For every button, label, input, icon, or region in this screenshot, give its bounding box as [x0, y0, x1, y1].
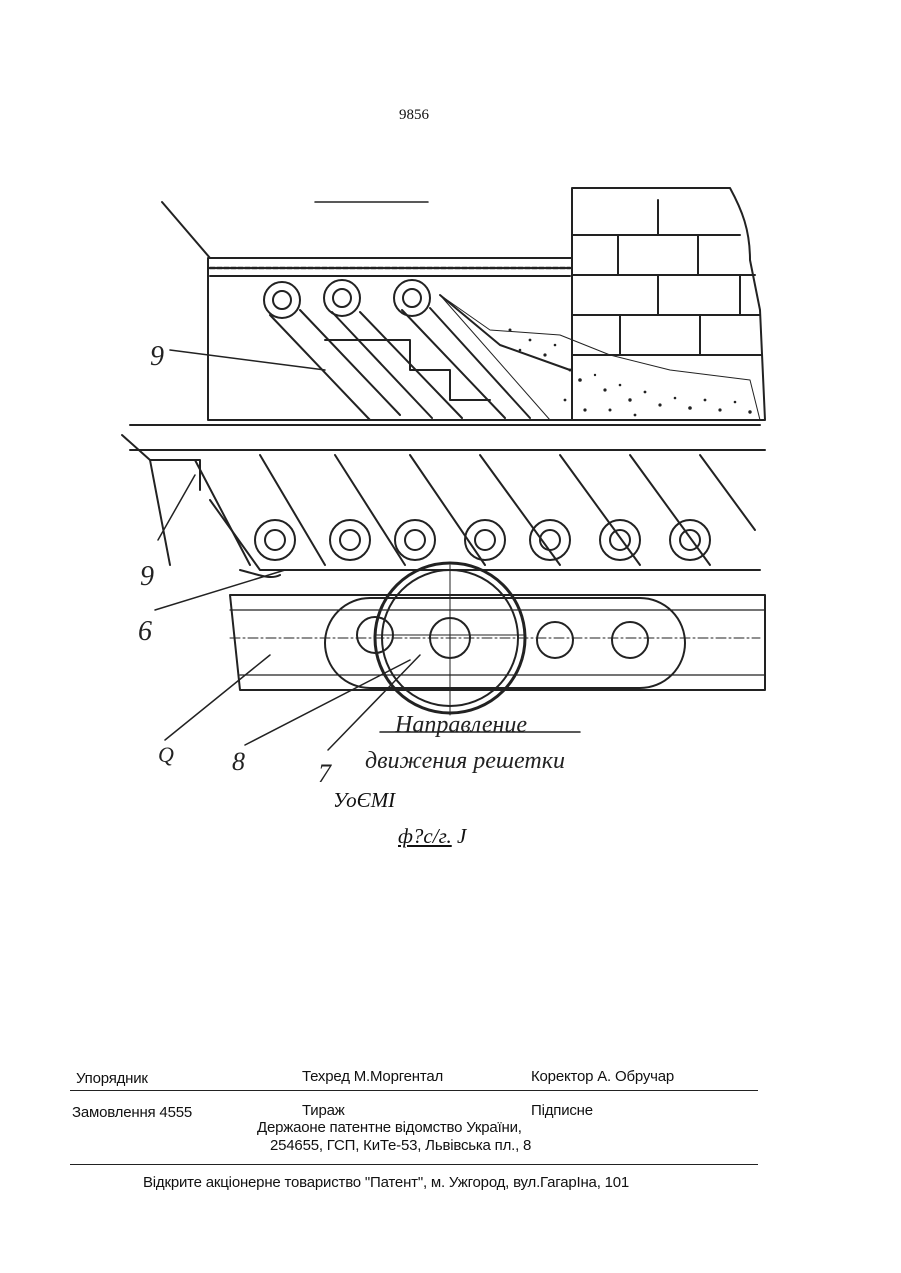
publisher: Відкрите акціонерне товариство "Патент",… [143, 1174, 629, 1191]
circulation: Тираж [302, 1102, 345, 1119]
figure-caption-code: УоЄМІ [333, 788, 395, 813]
footer-rule-bottom [70, 1164, 758, 1165]
label-7: 7 [318, 759, 332, 788]
label-q: Q [158, 742, 174, 767]
note-line1: Направление [394, 712, 527, 738]
figure-caption-label: ф?с/г. J [398, 824, 466, 849]
composer: Упорядник [76, 1070, 148, 1087]
figure-caption-suffix: J [457, 824, 466, 848]
office-line2: 254655, ГСП, КиТе-53, Львівська пл., 8 [270, 1137, 531, 1154]
label-9-upper: 9 [150, 341, 164, 372]
note-line2: движения решетки [365, 748, 565, 774]
footer-rule-top [70, 1090, 758, 1091]
label-6: 6 [138, 616, 152, 647]
corrector: Коректор А. Обручар [531, 1068, 674, 1085]
label-9-lower: 9 [140, 561, 154, 592]
office-line1: Держаоне патентне відомство України, [257, 1119, 522, 1136]
figure-caption-underlined: ф?с/г. [398, 824, 452, 848]
tech-editor: Техред М.Моргентал [302, 1068, 443, 1085]
order-number: Замовлення 4555 [72, 1104, 192, 1121]
patent-drawing: 9 9 6 Q 8 7 Направление движения решетки [110, 170, 790, 800]
signed: Підписне [531, 1102, 593, 1119]
page-number: 9856 [0, 107, 828, 124]
label-8: 8 [232, 747, 245, 776]
